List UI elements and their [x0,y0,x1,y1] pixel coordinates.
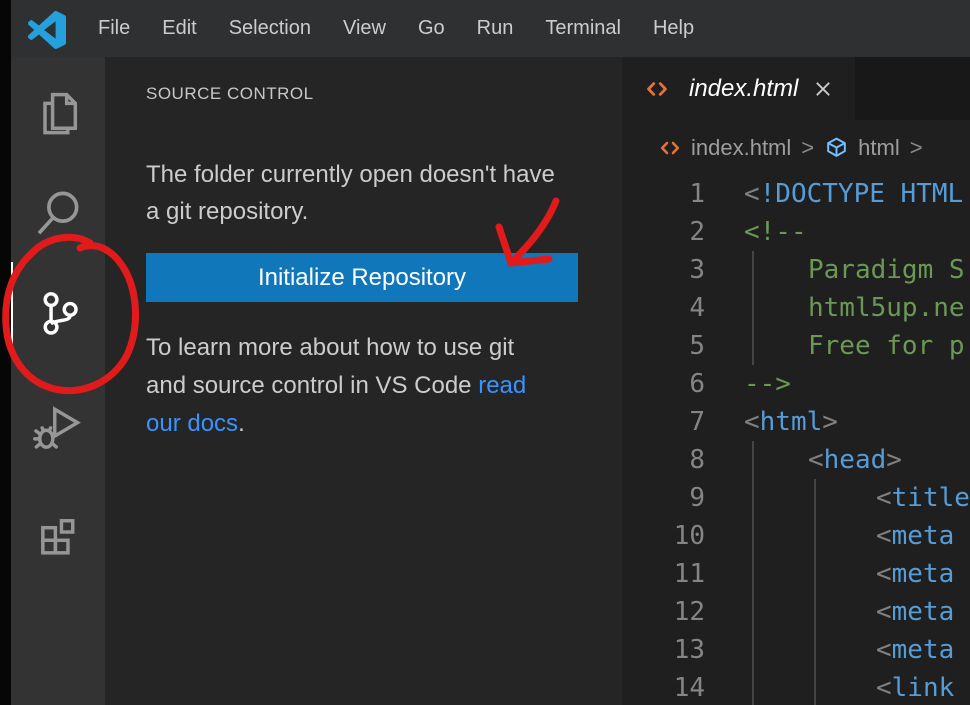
line-number: 6 [689,369,705,399]
activity-bar [11,57,105,705]
code-line[interactable]: 1<!DOCTYPE HTML [622,175,970,213]
editor-group: index.html index.html > [622,57,970,705]
line-number: 2 [689,217,705,247]
line-number: 5 [689,331,705,361]
breadcrumb: index.html > html > [622,120,970,175]
active-item-indicator [11,262,13,357]
menu-item-help[interactable]: Help [652,17,695,39]
indent-guide [752,441,754,705]
tab-bar: index.html [622,57,970,120]
tab-index-html[interactable]: index.html [622,57,855,120]
menu-item-edit[interactable]: Edit [162,17,197,39]
line-number: 7 [689,407,705,437]
chevron-right-icon: > [801,134,815,160]
source-control-panel: SOURCE CONTROL The folder currently open… [105,57,622,705]
breadcrumb-item-file[interactable]: index.html [691,134,792,160]
docs-paragraph: To learn more about how to use git and s… [146,329,558,443]
panel-title: SOURCE CONTROL [146,84,314,103]
explorer-icon[interactable] [32,86,84,138]
vscode-logo-icon [27,10,66,49]
code-line[interactable]: 9<title [622,479,970,517]
chevron-right-icon: > [909,134,923,160]
indent-guide [814,479,816,705]
tab-close-icon[interactable] [812,78,834,100]
line-number: 10 [673,521,705,551]
menu-item-file[interactable]: File [98,17,131,39]
run-and-debug-icon[interactable] [32,401,84,453]
line-number: 13 [673,635,705,665]
tab-label: index.html [689,74,799,102]
code-line[interactable]: 12<meta [622,593,970,631]
menu-item-view[interactable]: View [342,17,386,39]
breadcrumb-item-element[interactable]: html [858,134,900,160]
code-line[interactable]: 7<html> [622,403,970,441]
code-line[interactable]: 11<meta [622,555,970,593]
line-number: 1 [689,179,705,209]
menu-item-go[interactable]: Go [417,17,445,39]
no-repository-message: The folder currently open doesn't have a… [146,161,555,225]
menu: File Edit Selection View Go Run Terminal Help [82,17,710,40]
window-edge [0,0,11,705]
search-icon[interactable] [32,186,84,238]
code-line[interactable]: 14<link [622,669,970,705]
docs-text-period: . [238,410,245,437]
code-line[interactable]: 6--> [622,365,970,403]
line-number: 4 [689,293,705,323]
code-line[interactable]: 13<meta [622,631,970,669]
line-number: 8 [689,445,705,475]
line-number: 12 [673,597,705,627]
read-our-docs-link[interactable]: read our docs [146,372,527,437]
menu-item-run[interactable]: Run [476,17,514,39]
indent-guide [752,251,754,365]
extensions-icon[interactable] [32,503,84,555]
line-number: 11 [673,559,705,589]
code-line[interactable]: 8<head> [622,441,970,479]
symbol-cube-icon [824,135,849,160]
docs-text: To learn more about how to use git and s… [146,334,515,399]
line-number: 9 [689,483,705,513]
code-line[interactable]: 10<meta [622,517,970,555]
html-file-icon [644,76,670,102]
menu-item-selection[interactable]: Selection [228,17,311,39]
initialize-repository-button[interactable]: Initialize Repository [146,253,578,302]
code-line[interactable]: 2<!-- [622,213,970,251]
source-control-icon[interactable] [32,286,84,338]
line-number: 14 [673,673,705,703]
html-file-icon [658,136,682,160]
menu-bar: File Edit Selection View Go Run Terminal Help [0,0,970,57]
line-number: 3 [689,255,705,285]
menu-item-terminal[interactable]: Terminal [545,17,621,39]
